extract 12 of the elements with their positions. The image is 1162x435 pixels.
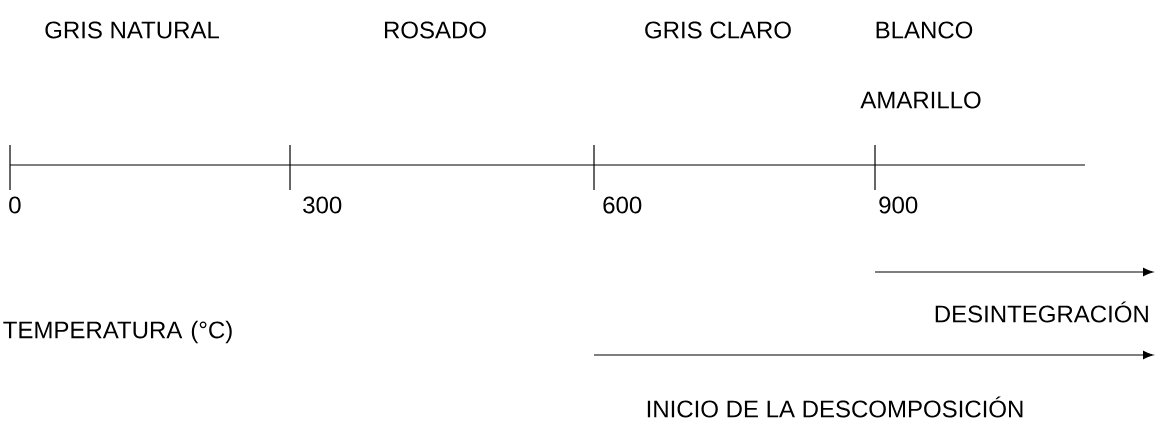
color-label: AMARILLO [860, 91, 981, 109]
range-label: DESINTEGRACIÓN [935, 301, 1148, 323]
tick-label: 600 [603, 196, 642, 214]
color-label: BLANCO [876, 21, 973, 39]
axis-title: TEMPERATURA (°C) [3, 320, 232, 344]
color-label: ROSADO [385, 21, 486, 39]
tick-label: 900 [879, 196, 918, 214]
range-label: INICIO DE LA DESCOMPOSICIÓN [647, 396, 1023, 418]
color-label: GRIS NATURAL [45, 21, 219, 39]
color-label: GRIS CLARO [645, 21, 791, 39]
tick-label: 300 [303, 196, 342, 214]
tick-label: 0 [9, 196, 21, 214]
